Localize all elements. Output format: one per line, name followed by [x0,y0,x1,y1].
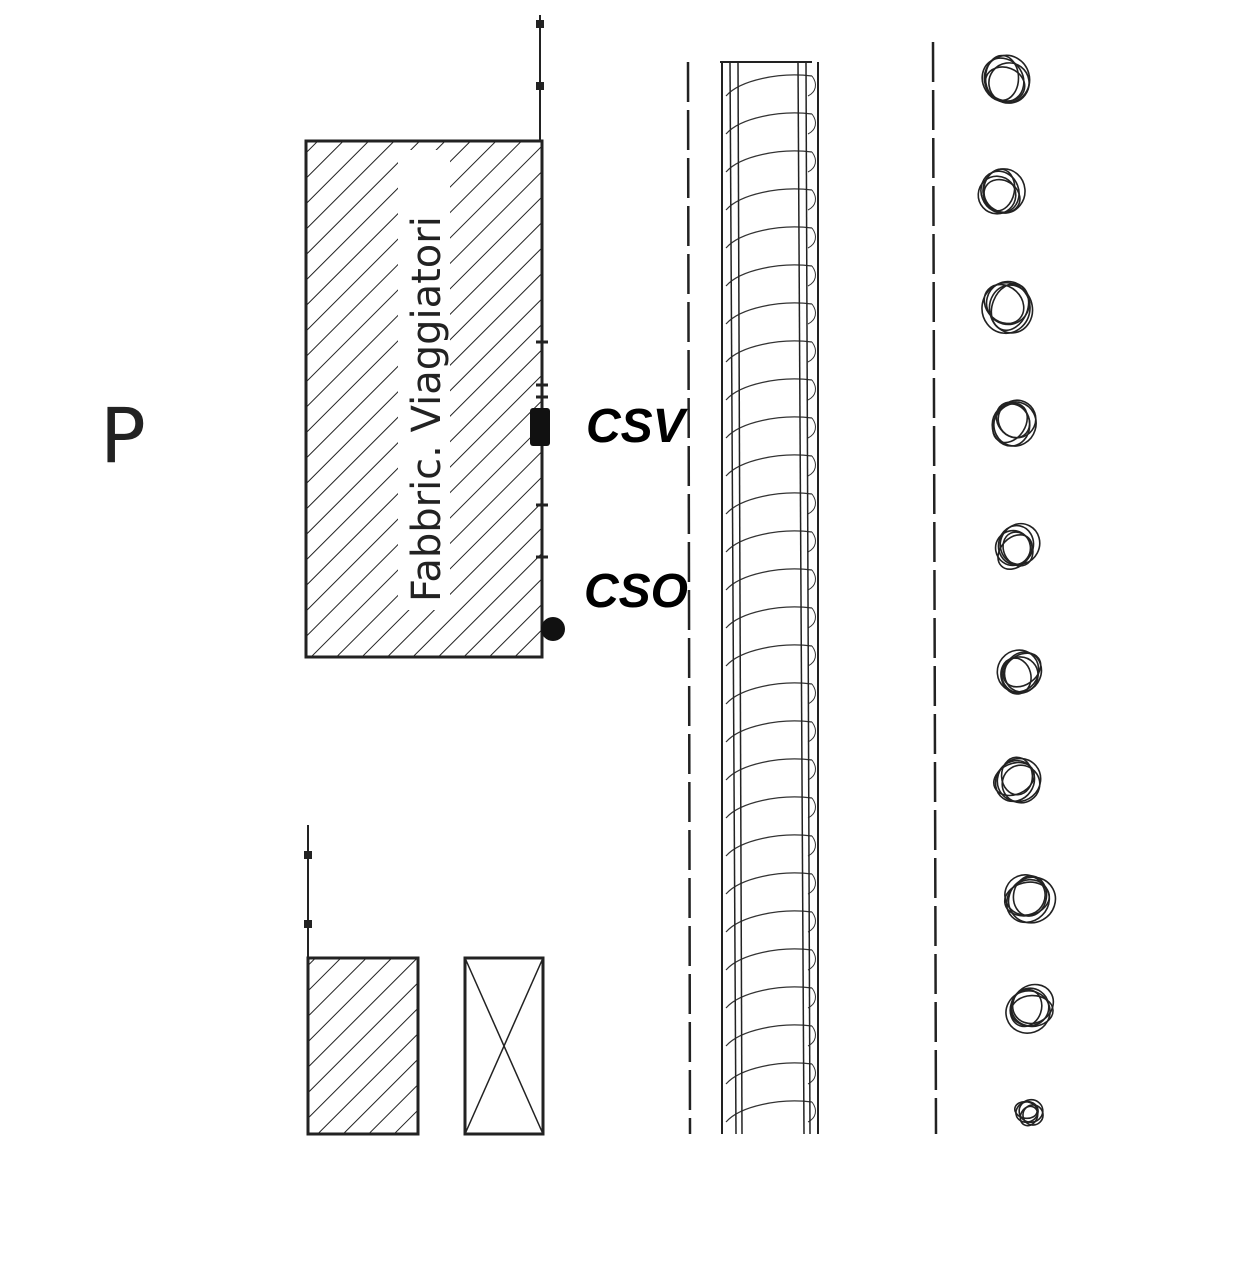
cso-marker [541,617,565,641]
dashed-line-right [931,41,938,1135]
tree-icon [994,522,1041,570]
railway-track [720,61,819,1135]
building-main: Fabbric. Viaggiatori [304,139,544,659]
pole-bottom [304,825,312,958]
tree-icon [1003,874,1057,924]
tree-icon [993,756,1042,804]
dashed-line-left [686,61,692,1135]
tree-row [977,54,1057,1127]
csv-marker [530,408,550,446]
edge-ticks [536,340,548,559]
cso-label: CSO [584,565,688,618]
tree-icon [996,649,1043,695]
building-name-label: Fabbric. Viaggiatori [404,216,450,602]
tree-icon [981,54,1031,104]
tree-icon [1005,983,1055,1034]
tree-icon [1014,1098,1044,1127]
p-label: P [100,391,146,480]
building-crossed-box [463,956,545,1136]
tree-icon [991,399,1037,447]
building-small-hatched [306,956,420,1136]
tree-icon [981,280,1034,335]
pole-top [536,15,544,141]
tree-icon [977,168,1026,215]
csv-label: CSV [586,400,689,453]
